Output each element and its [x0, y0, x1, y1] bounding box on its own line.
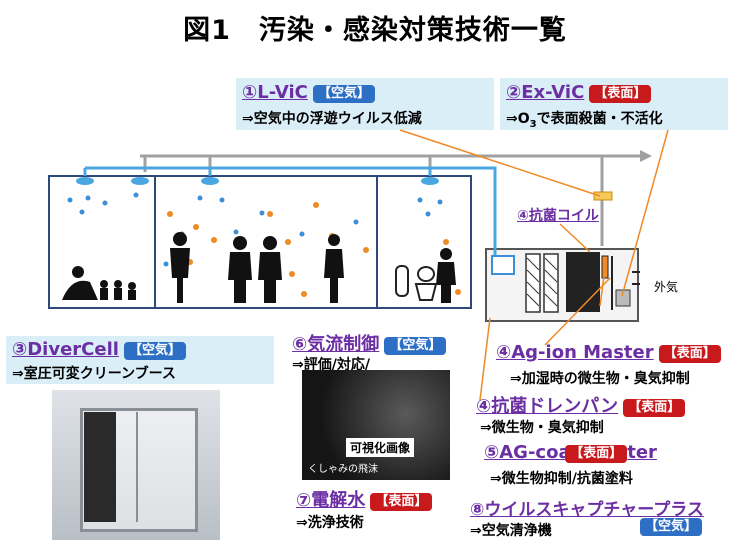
ahu-internals [491, 191, 640, 313]
duct-arrow-icon [640, 150, 652, 162]
tag-surface: 【表面】 [565, 444, 628, 463]
tech-heading-airflow: ⑥気流制御 【空気】 [292, 330, 447, 356]
tech-link-agcoat-tail[interactable]: ter [627, 442, 657, 463]
sneeze-visualization-photo: 可視化画像 くしゃみの飛沫 [302, 370, 450, 480]
tech-desc-electrolyzed: ⇒洗浄技術 [296, 515, 364, 531]
tag-air: 【空気】 [312, 84, 375, 103]
tech-desc-agcoat: ⇒微生物抑制/抗菌塗料 [490, 471, 633, 487]
tech-desc-agion: ⇒加湿時の微生物・臭気抑制 [510, 371, 690, 387]
supply-duct [83, 166, 497, 262]
blue-droplets [67, 192, 443, 267]
visualization-caption: 可視化画像 [346, 438, 415, 457]
tech-desc-lvic: ⇒空気中の浮遊ウイルス低減 [242, 111, 422, 127]
tech-link-drainpan[interactable]: ④抗菌ドレンパン [476, 396, 619, 417]
tag-surface: 【表面】 [589, 84, 652, 103]
tag-air: 【空気】 [640, 518, 703, 536]
tech-link-airflow[interactable]: ⑥気流制御 [292, 334, 380, 355]
tag-surface: 【表面】 [658, 344, 721, 363]
tech-link-exvic[interactable]: ②Ex-ViC [506, 82, 585, 103]
tech-link-agion[interactable]: ④Ag-ion Master [496, 342, 654, 363]
tech-heading-drainpan: ④抗菌ドレンパン 【表面】 [476, 392, 686, 418]
tech-link-divercell[interactable]: ③DiverCell [12, 339, 119, 360]
leader-lines [399, 129, 669, 401]
tech-desc-viruscapture: ⇒空気清浄機 [470, 523, 552, 539]
outside-air-label: 外気 [654, 280, 679, 294]
tech-link-electrolyzed[interactable]: ⑦電解水 [296, 490, 366, 511]
tech-box-lvic: ①L-ViC 【空気】 ⇒空気中の浮遊ウイルス低減 [236, 78, 494, 130]
tech-desc-divercell: ⇒室圧可変クリーンブース [12, 366, 176, 382]
tag-air: 【空気】 [124, 341, 187, 360]
tag-air: 【空気】 [384, 336, 447, 355]
tag-surface: 【表面】 [370, 492, 433, 511]
divercell-booth-photo [52, 390, 220, 540]
tech-heading-electrolyzed: ⑦電解水 【表面】 [296, 486, 433, 512]
tech-heading-agion: ④Ag-ion Master 【表面】 [496, 342, 721, 363]
tech-desc-drainpan: ⇒微生物・臭気抑制 [480, 420, 604, 436]
orange-droplets [167, 202, 461, 297]
tech-link-coil[interactable]: ④抗菌コイル [517, 208, 599, 224]
exhaust-duct [140, 154, 640, 246]
people-silhouettes [62, 232, 456, 303]
tech-desc-exvic: ⇒O3で表面殺菌・不活化 [506, 111, 663, 130]
page-title: 図1 汚染・感染対策技術一覧 [183, 15, 567, 46]
ahu-coil-photo [566, 252, 600, 312]
toilet-fixtures [395, 265, 438, 301]
tech-link-lvic[interactable]: ①L-ViC [242, 82, 308, 103]
tech-box-divercell: ③DiverCell 【空気】 ⇒室圧可変クリーンブース [6, 336, 274, 384]
tech-link-agcoat[interactable]: ⑤AG-coat [484, 442, 580, 463]
tech-link-viruscapture[interactable]: ⑧ウイルスキャプチャープラス [470, 500, 704, 520]
tag-surface: 【表面】 [623, 398, 686, 417]
tech-heading-agcoat: ⑤AG-coat【表面】ter [484, 442, 657, 463]
visualization-subcaption: くしゃみの飛沫 [308, 464, 378, 475]
tech-box-exvic: ②Ex-ViC 【表面】 ⇒O3で表面殺菌・不活化 [500, 78, 728, 130]
diffuser-icons [76, 177, 439, 185]
tech-desc-airflow: ⇒評価/対応/ [292, 357, 370, 373]
